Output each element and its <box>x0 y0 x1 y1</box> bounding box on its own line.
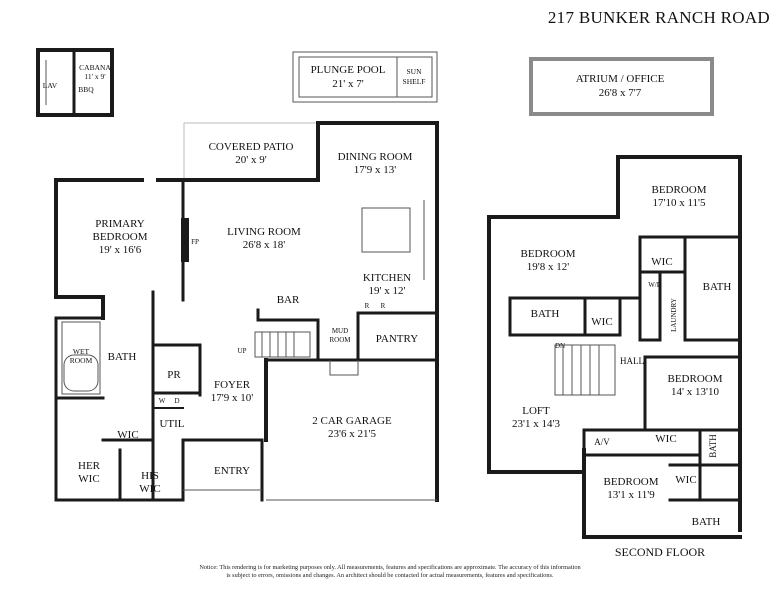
label-upper-wic-4: WIC <box>675 474 696 486</box>
label-upper-wic-3: WIC <box>655 433 676 445</box>
label-fp: FP <box>191 238 199 246</box>
label-shelf: SHELF <box>403 77 426 86</box>
label-lav: LAV <box>43 81 58 90</box>
label-bedroom-2-dim: 19'8 x 12' <box>527 261 569 273</box>
label-atrium: ATRIUM / OFFICE <box>576 73 665 85</box>
label-bedroom-2: BEDROOM <box>520 248 575 260</box>
label-primary-2: BEDROOM <box>92 231 147 243</box>
label-garage-dim: 23'6 x 21'5 <box>328 428 376 440</box>
label-living: LIVING ROOM <box>227 226 301 238</box>
label-laundry: LAUNDRY <box>670 298 678 332</box>
label-primary-bath: BATH <box>108 351 137 363</box>
label-her-wic: WIC <box>78 473 99 485</box>
plunge-pool <box>292 51 438 103</box>
label-his-wic: WIC <box>139 483 160 495</box>
label-sun: SUN <box>406 67 422 76</box>
label-bedroom-4: BEDROOM <box>603 476 658 488</box>
disclaimer-line-2: is subject to errors, omissions and chan… <box>226 572 554 579</box>
label-her: HER <box>78 460 101 472</box>
label-cabana-dim: 11' x 9' <box>84 72 106 81</box>
label-mud-room: ROOM <box>329 336 351 344</box>
label-util: UTIL <box>159 418 184 430</box>
label-primary: PRIMARY <box>95 218 145 230</box>
label-upper-bath-2: BATH <box>531 308 560 320</box>
second-floor-label: SECOND FLOOR <box>614 545 706 559</box>
label-mud: MUD <box>332 327 348 335</box>
label-plunge-pool-dim: 21' x 7' <box>332 78 363 90</box>
label-upper-bath-1: BATH <box>703 281 732 293</box>
label-hall: HALL <box>620 356 644 366</box>
label-bar: BAR <box>277 294 300 306</box>
label-dn: DN <box>555 342 565 350</box>
label-kitchen: KITCHEN <box>363 272 411 284</box>
label-kitchen-dim: 19' x 12' <box>369 285 406 297</box>
label-atrium-dim: 26'8 x 7'7 <box>599 87 642 99</box>
label-living-dim: 26'8 x 18' <box>243 239 285 251</box>
label-covered-patio-dim: 20' x 9' <box>235 154 266 166</box>
label-garage: 2 CAR GARAGE <box>312 415 392 427</box>
label-wd: W/D <box>648 281 662 289</box>
label-r-2: R <box>381 302 386 310</box>
label-entry: ENTRY <box>214 465 250 477</box>
label-upper-wic-2: WIC <box>591 316 612 328</box>
property-address-title: 217 BUNKER RANCH ROAD <box>547 8 770 27</box>
label-up: UP <box>238 347 247 355</box>
label-covered-patio: COVERED PATIO <box>209 141 294 153</box>
label-his: HIS <box>141 470 159 482</box>
label-bedroom-1-dim: 17'10 x 11'5 <box>652 197 706 209</box>
label-wet: WET <box>73 347 90 356</box>
label-pr: PR <box>167 369 181 381</box>
label-dining: DINING ROOM <box>338 151 413 163</box>
second-floor-walls <box>487 155 742 539</box>
label-cabana: CABANA <box>79 63 111 72</box>
label-bedroom-4-dim: 13'1 x 11'9 <box>607 489 655 501</box>
label-d: D <box>174 397 179 405</box>
label-w: W <box>159 397 166 405</box>
label-bedroom-1: BEDROOM <box>651 184 706 196</box>
label-loft: LOFT <box>522 405 550 417</box>
label-bbq: BBQ <box>78 85 94 94</box>
label-loft-dim: 23'1 x 14'3 <box>512 418 560 430</box>
label-bedroom-3-dim: 14' x 13'10 <box>671 386 719 398</box>
label-upper-bath-3: BATH <box>708 434 718 458</box>
atrium-office <box>529 57 714 116</box>
label-primary-dim: 19' x 16'6 <box>99 244 142 256</box>
label-foyer: FOYER <box>214 379 251 391</box>
label-pantry: PANTRY <box>376 333 418 345</box>
label-foyer-dim: 17'9 x 10' <box>211 392 253 404</box>
label-bedroom-3: BEDROOM <box>667 373 722 385</box>
first-floor-walls <box>54 121 439 502</box>
disclaimer-line-1: Notice: This rendering is for marketing … <box>199 564 581 571</box>
room-labels: LAV CABANA 11' x 9' BBQ PLUNGE POOL 21' … <box>43 63 732 528</box>
label-av: A/V <box>594 437 610 447</box>
label-upper-bath-4: BATH <box>692 516 721 528</box>
label-r-1: R <box>365 302 370 310</box>
label-dining-dim: 17'9 x 13' <box>354 164 396 176</box>
label-primary-wic: WIC <box>117 429 138 441</box>
label-plunge-pool: PLUNGE POOL <box>311 64 386 76</box>
label-upper-wic-1: WIC <box>651 256 672 268</box>
disclaimer-notice: Notice: This rendering is for marketing … <box>110 564 670 580</box>
label-wet-room: ROOM <box>70 356 93 365</box>
cabana-structure <box>36 48 114 117</box>
